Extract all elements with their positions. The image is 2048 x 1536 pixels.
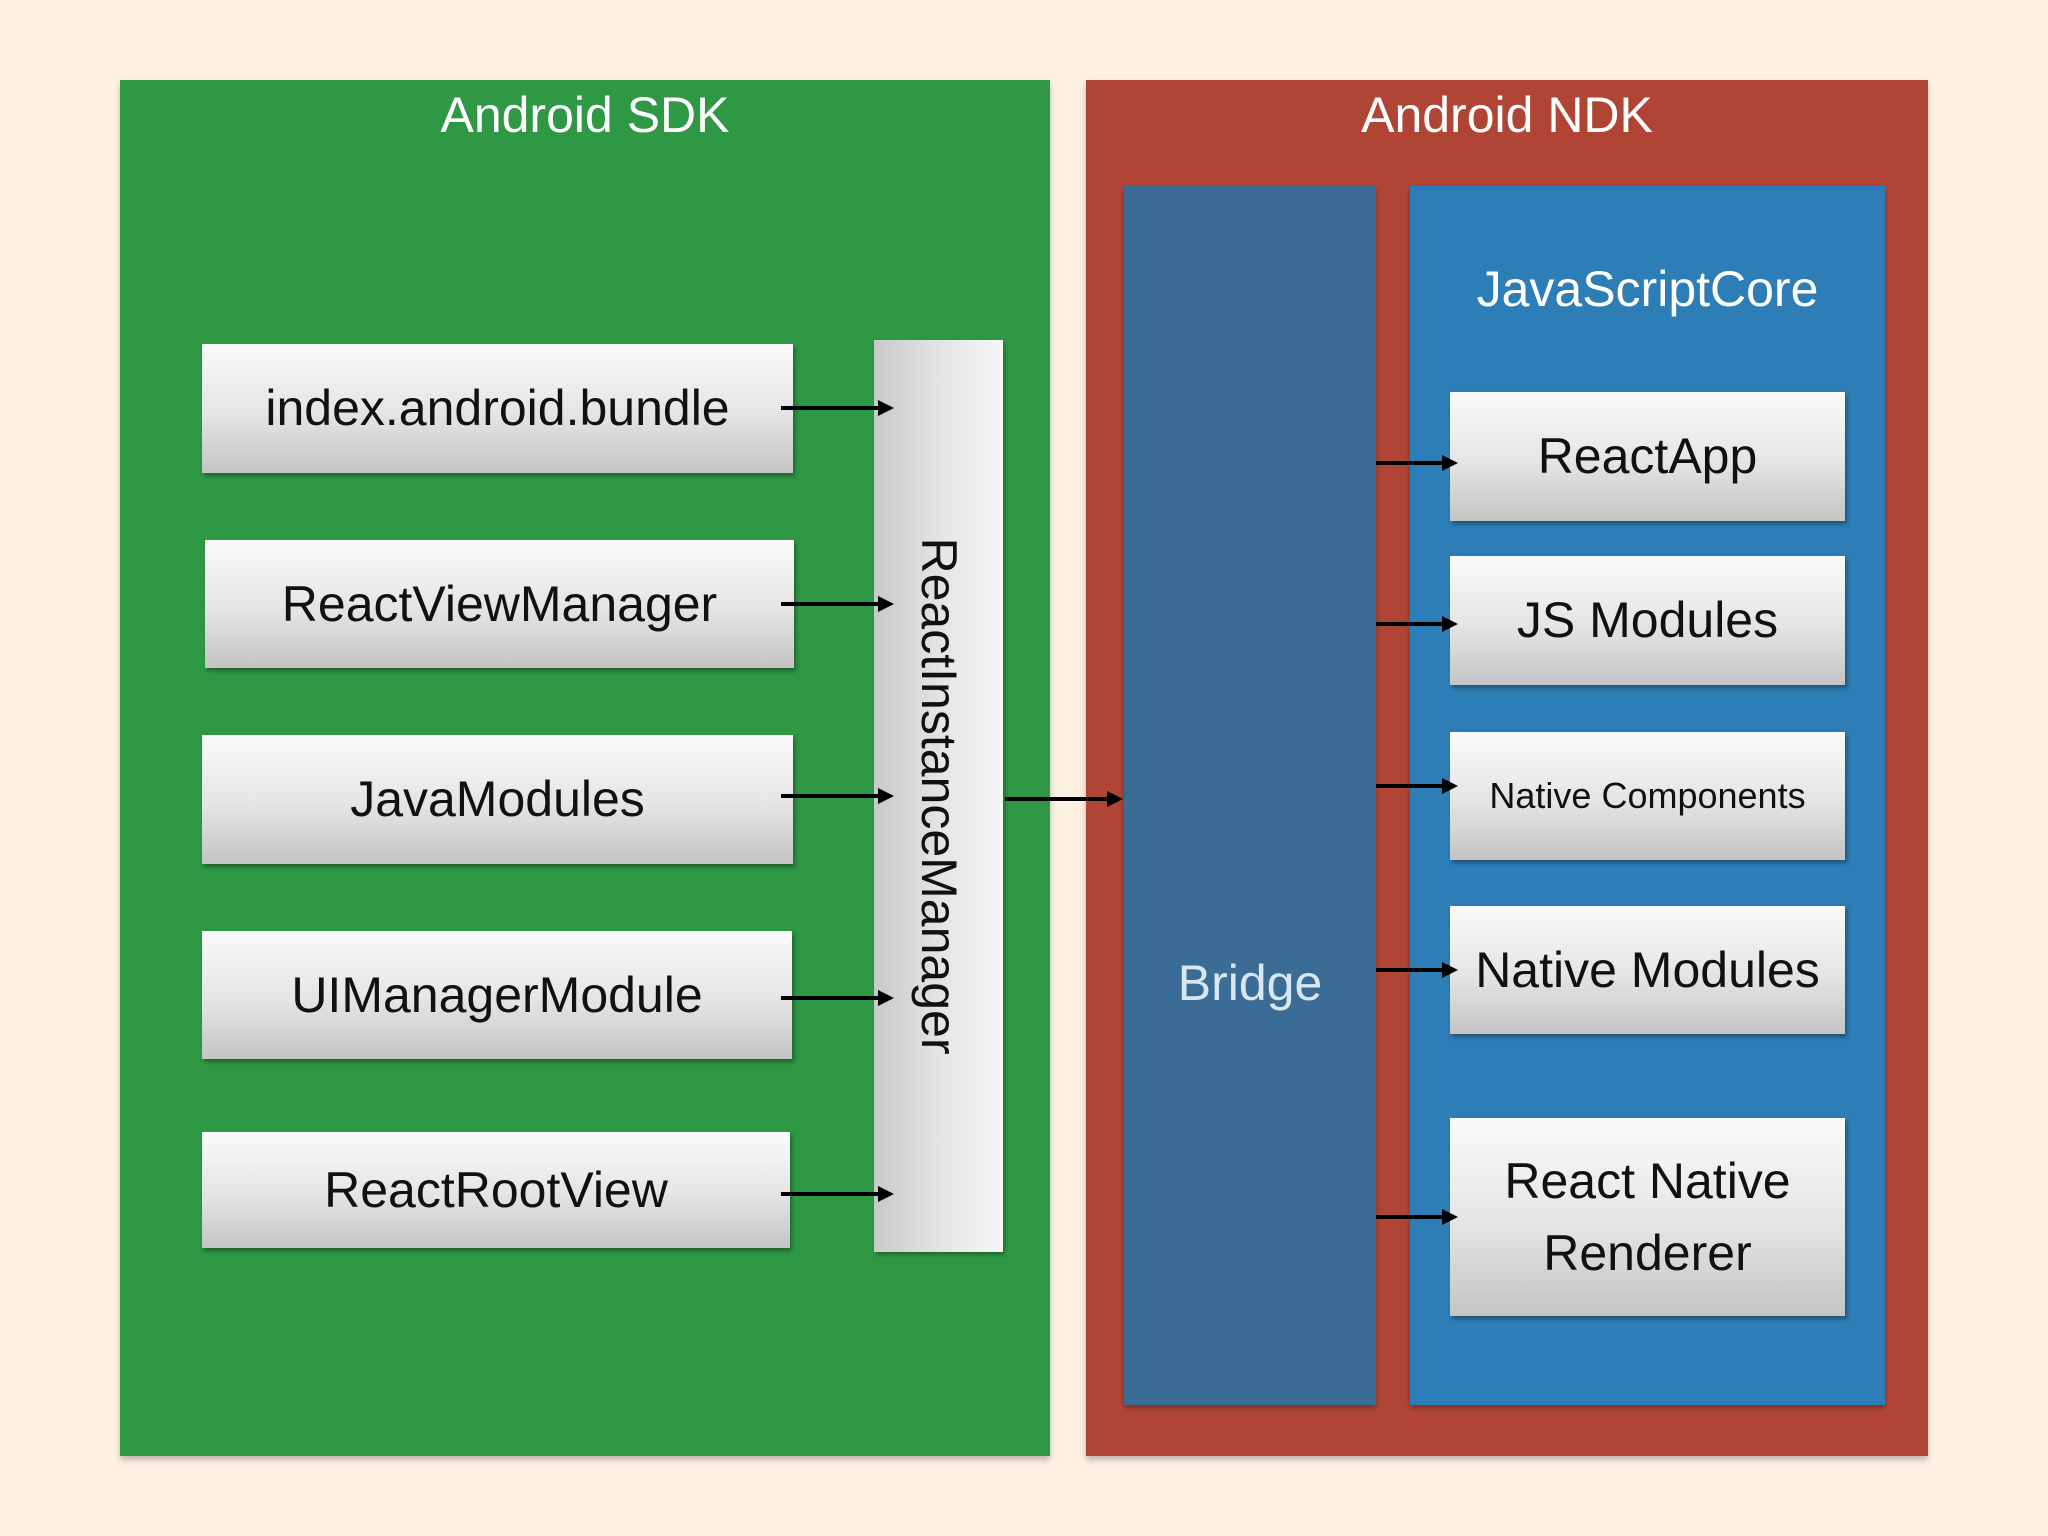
arrow-bridge-to-renderer	[1376, 1209, 1458, 1225]
react-view-manager-box: ReactViewManager	[205, 540, 794, 668]
arrow-viewmanager-to-rim	[781, 596, 894, 612]
react-root-view-label: ReactRootView	[324, 1161, 668, 1218]
react-app-box: ReactApp	[1450, 392, 1845, 521]
arrowhead-icon	[878, 596, 894, 612]
arrow-bridge-to-jsmodules	[1376, 616, 1458, 632]
bridge-panel: Bridge	[1124, 186, 1376, 1405]
arrowhead-icon	[1442, 962, 1458, 978]
react-root-view-box: ReactRootView	[202, 1132, 790, 1248]
native-modules-label: Native Modules	[1475, 941, 1820, 998]
arrowhead-icon	[878, 788, 894, 804]
arrow-bridge-to-native-components	[1376, 778, 1458, 794]
arrowhead-icon	[1442, 455, 1458, 471]
react-instance-manager-box: ReactInstanceManager	[874, 340, 1003, 1252]
ui-manager-module-label: UIManagerModule	[291, 966, 703, 1023]
javascriptcore-title: JavaScriptCore	[1476, 261, 1819, 317]
java-modules-label: JavaModules	[350, 771, 645, 828]
native-modules-box: Native Modules	[1450, 906, 1845, 1034]
react-native-renderer-box: React Native Renderer	[1450, 1118, 1845, 1316]
arrow-rootview-to-rim	[781, 1186, 894, 1202]
arrowhead-icon	[1107, 791, 1123, 807]
ui-manager-module-box: UIManagerModule	[202, 931, 792, 1059]
arrow-bundle-to-rim	[781, 400, 894, 416]
android-ndk-title: Android NDK	[1361, 87, 1653, 143]
arrowhead-icon	[878, 400, 894, 416]
arrowhead-icon	[1442, 778, 1458, 794]
arrow-bridge-to-native-modules	[1376, 962, 1458, 978]
arrowhead-icon	[878, 1186, 894, 1202]
arrow-rim-to-bridge	[1005, 791, 1123, 807]
react-native-renderer-label-line2: Renderer	[1543, 1225, 1752, 1281]
arrowhead-icon	[1442, 1209, 1458, 1225]
react-instance-manager-label: ReactInstanceManager	[910, 537, 967, 1055]
arrow-bridge-to-reactapp	[1376, 455, 1458, 471]
native-components-box: Native Components	[1450, 732, 1845, 860]
arrowhead-icon	[1442, 616, 1458, 632]
android-sdk-title: Android SDK	[440, 87, 730, 143]
arrow-javamodules-to-rim	[781, 788, 894, 804]
bridge-label: Bridge	[1177, 955, 1323, 1011]
index-android-bundle-box: index.android.bundle	[202, 344, 793, 473]
js-modules-label: JS Modules	[1516, 592, 1779, 649]
java-modules-box: JavaModules	[202, 735, 793, 864]
react-view-manager-label: ReactViewManager	[281, 575, 718, 632]
react-app-label: ReactApp	[1537, 428, 1758, 485]
js-modules-box: JS Modules	[1450, 556, 1845, 685]
react-native-renderer-label-line1: React Native	[1504, 1152, 1791, 1209]
index-android-bundle-label: index.android.bundle	[265, 380, 730, 437]
native-components-label: Native Components	[1489, 774, 1806, 816]
arrow-uimanager-to-rim	[781, 990, 894, 1006]
arrowhead-icon	[878, 990, 894, 1006]
